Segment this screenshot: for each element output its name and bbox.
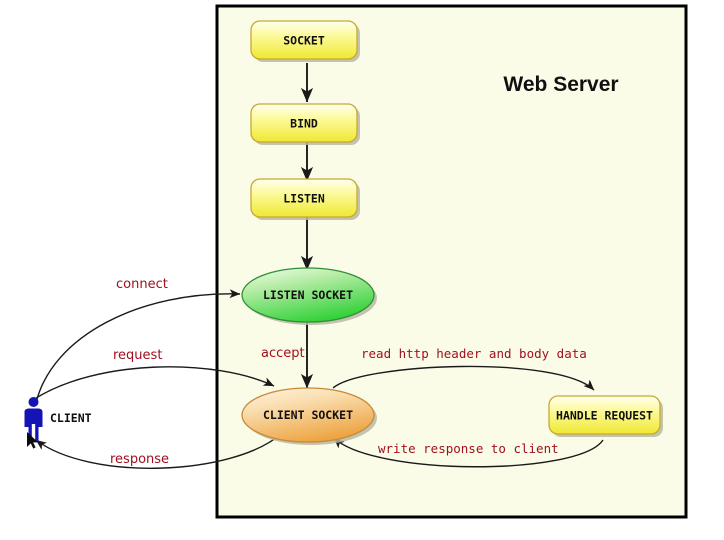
node-bind[interactable]: BIND <box>250 103 360 145</box>
edge-request <box>32 366 275 401</box>
person-icon-head <box>28 397 39 407</box>
page-title: Web Server <box>503 73 618 96</box>
node-socket-label: SOCKET <box>283 34 325 48</box>
node-bind-label: BIND <box>290 117 318 131</box>
node-listen[interactable]: LISTEN <box>250 178 360 220</box>
edge-write-response <box>333 437 604 468</box>
edge-label-accept: accept <box>261 346 305 361</box>
node-client-socket[interactable]: CLIENT SOCKET <box>241 387 377 445</box>
edge-label-write-response: write response to client <box>378 441 559 456</box>
person-icon-body <box>24 408 43 441</box>
edge-read-http <box>332 365 595 391</box>
node-listen-socket[interactable]: LISTEN SOCKET <box>241 267 377 325</box>
mouse-pointer-icon <box>27 432 38 449</box>
edge-connect <box>35 289 241 404</box>
edge-label-request: request <box>113 348 162 363</box>
edge-response <box>35 433 282 469</box>
node-handle-request[interactable]: HANDLE REQUEST <box>548 395 663 437</box>
node-handle-request-label: HANDLE REQUEST <box>556 409 653 423</box>
client-actor[interactable]: CLIENT <box>24 397 92 449</box>
edge-label-connect: connect <box>116 277 168 292</box>
node-listen-label: LISTEN <box>283 192 325 206</box>
node-client-socket-label: CLIENT SOCKET <box>263 408 353 422</box>
node-socket[interactable]: SOCKET <box>250 20 360 62</box>
edge-label-response: response <box>110 452 169 467</box>
client-label: CLIENT <box>50 411 92 425</box>
node-listen-socket-label: LISTEN SOCKET <box>263 288 353 302</box>
edge-label-read-http: read http header and body data <box>361 346 587 361</box>
